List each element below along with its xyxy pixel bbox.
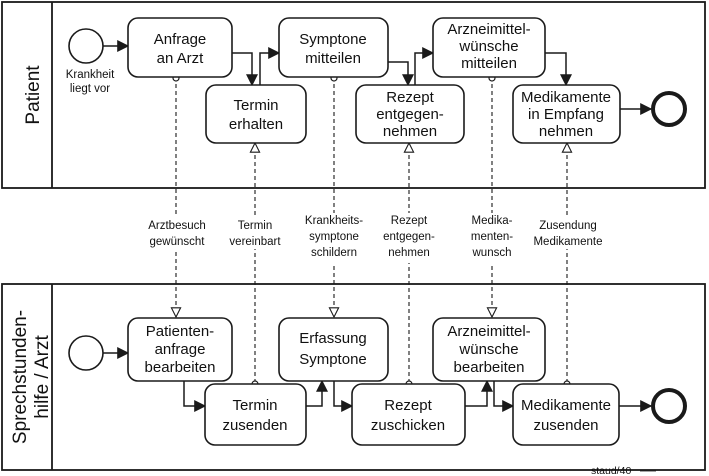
task-erfassung-symptone: Erfassung Symptone (278, 317, 389, 382)
task-text: Medikamente (521, 89, 611, 106)
sequence-flows-staff (103, 347, 653, 412)
end-event-patient (651, 91, 687, 127)
task-rezept-zuschicken: Rezept zuschicken (351, 383, 466, 446)
task-text: Termin (233, 97, 278, 114)
msg-label-medikamentenwunsch-3: wunsch (472, 247, 512, 259)
start-event-staff (68, 335, 104, 371)
task-text: wünsche (458, 341, 518, 358)
lane-label-staff-line1: Sprechstunden- (10, 310, 31, 444)
task-text: bearbeiten (145, 359, 216, 376)
task-text: anfrage (155, 341, 206, 358)
task-text: entgegen- (376, 106, 444, 123)
task-arzneimittel-mitteilen: Arzneimittel- wünsche mitteilen (432, 17, 546, 78)
msg-label-termin-2: vereinbart (229, 236, 281, 248)
msg-label-zusendung-2: Medikamente (533, 236, 602, 248)
task-text: Rezept (386, 89, 434, 106)
lane-label-patient: Patient (23, 65, 44, 125)
task-text: wünsche (458, 38, 518, 55)
task-text: Arzneimittel- (447, 21, 530, 38)
task-text: Termin (232, 397, 277, 414)
task-text: Erfassung (299, 330, 367, 347)
task-text: zusenden (533, 417, 598, 434)
task-text: nehmen (539, 123, 593, 140)
task-termin-zusenden: Termin zusenden (204, 383, 307, 446)
task-medikamente-zusenden: Medikamente zusenden (512, 383, 620, 446)
task-text: zusenden (222, 417, 287, 434)
start-label-line1: Krankheit (66, 69, 115, 81)
msg-label-medikamentenwunsch-1: Medika- (472, 215, 513, 227)
task-text: mitteilen (461, 55, 517, 72)
msg-label-krankheit-1: Krankheits- (305, 215, 363, 227)
message-labels: Arztbesuch gewünscht Termin vereinbart K… (138, 213, 608, 263)
task-symptone-mitteilen: Symptone mitteilen (278, 17, 389, 78)
msg-label-medikamentenwunsch-2: menten- (471, 231, 513, 243)
start-label-line2: liegt vor (70, 83, 110, 95)
lane-label-staff-line2: hilfe / Arzt (32, 335, 53, 419)
task-text: an Arzt (157, 50, 205, 67)
msg-label-rezept-2: entgegen- (383, 231, 435, 243)
task-text: Anfrage (154, 31, 207, 48)
task-patientenanfrage-bearbeiten: Patienten- anfrage bearbeiten (127, 317, 233, 382)
task-text: Patienten- (146, 323, 214, 340)
task-arzneimittel-bearbeiten: Arzneimittel- wünsche bearbeiten (432, 317, 546, 382)
msg-label-rezept-3: nehmen (388, 247, 430, 259)
task-rezept-entgegennehmen: Rezept entgegen- nehmen (355, 84, 465, 144)
task-text: Symptone (299, 31, 367, 48)
lane-staff: Sprechstunden- hilfe / Arzt (1, 283, 706, 471)
task-medikamente-empfang: Medikamente in Empfang nehmen (512, 84, 621, 144)
task-text: mitteilen (305, 50, 361, 67)
msg-label-arztbesuch-1: Arztbesuch (148, 220, 206, 232)
task-text: nehmen (383, 123, 437, 140)
task-termin-erhalten: Termin erhalten (205, 84, 307, 144)
start-event-patient (68, 28, 104, 64)
task-text: in Empfang (528, 106, 604, 123)
msg-label-krankheit-3: schildern (311, 247, 357, 259)
footer-credit: staud/40 (591, 465, 631, 476)
task-text: Medikamente (521, 397, 611, 414)
lane-patient: Patient (1, 1, 706, 189)
msg-label-krankheit-2: symptone (309, 231, 359, 243)
sequence-flows-patient (103, 40, 653, 115)
task-text: Symptone (299, 351, 367, 368)
task-anfrage-an-arzt: Anfrage an Arzt (127, 17, 233, 78)
end-event-staff (651, 388, 687, 424)
msg-label-arztbesuch-2: gewünscht (150, 236, 206, 248)
task-text: Rezept (384, 397, 432, 414)
msg-label-zusendung-1: Zusendung (539, 220, 597, 232)
msg-label-rezept-1: Rezept (391, 215, 428, 227)
task-text: zuschicken (371, 417, 445, 434)
task-text: Arzneimittel- (447, 323, 530, 340)
msg-label-termin-1: Termin (238, 220, 273, 232)
task-text: erhalten (229, 116, 283, 133)
task-text: bearbeiten (454, 359, 525, 376)
